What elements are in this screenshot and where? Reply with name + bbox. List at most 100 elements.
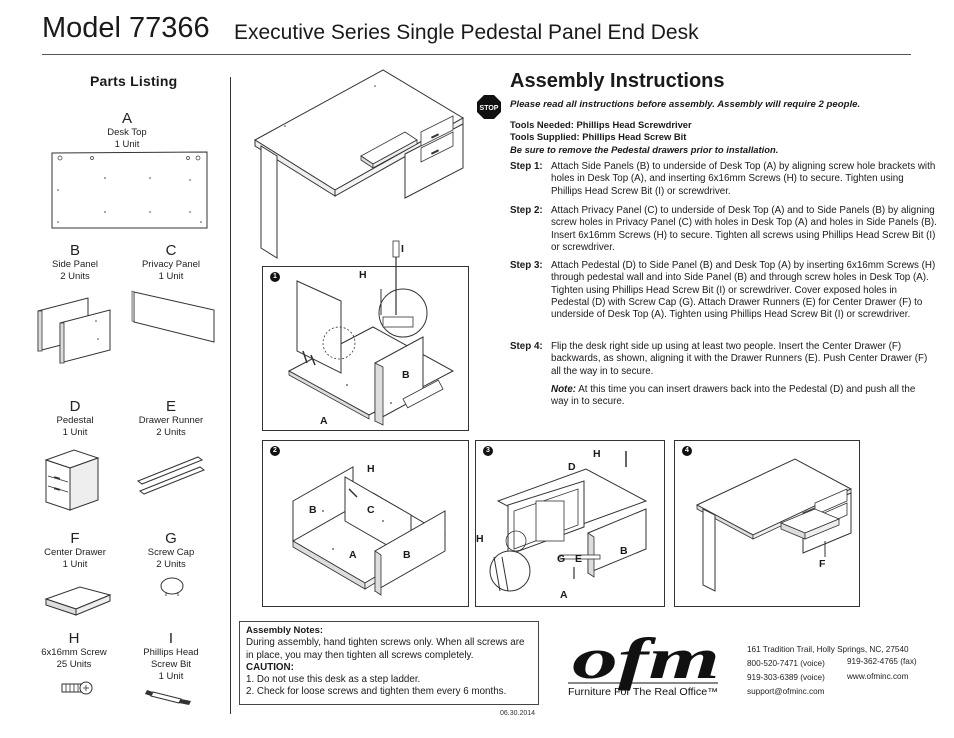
intro-text: Please read all instructions before asse… [510,99,861,110]
part-qty: 1 Unit [158,671,184,682]
part-letter: I [168,630,174,647]
part-name: Screw Cap [147,547,195,558]
part-c-label: C Privacy Panel 1 Unit [136,242,206,283]
figure-3-illustration [489,451,648,592]
figure-number: 3 [483,446,493,456]
label-b: B [402,369,410,381]
part-qty: 2 Units [156,559,186,570]
step-label: Step 3: [510,260,543,271]
overview-desk-illustration [254,69,464,259]
part-h-label: H 6x16mm Screw 25 Units [34,630,114,671]
step-2: Step 2: Attach Privacy Panel (C) to unde… [510,205,940,255]
label-f: F [819,558,826,570]
step-text: Attach Privacy Panel (C) to underside of… [551,205,937,253]
caution-item-2: 2. Check for loose screws and tighten th… [246,686,507,698]
label-b: B [309,504,317,516]
part-qty: 2 Units [156,427,186,438]
part-qty: 1 Unit [114,139,140,150]
column-divider [230,77,231,714]
part-d-label: D Pedestal 1 Unit [40,398,110,439]
part-qty: 1 Unit [62,559,88,570]
part-letter: A [121,110,132,127]
screw-bit-illustration [145,690,191,705]
ofm-logo: ofm Furniture For The Real Office™ [568,626,738,700]
remove-drawers-note: Be sure to remove the Pedestal drawers p… [510,143,779,155]
part-name-2: Screw Bit [150,659,192,670]
part-name: Desk Top [107,127,147,138]
label-e: E [575,553,583,565]
side-panel-illustration [37,297,111,364]
figure-1-panel: 1 I H B A [262,240,469,431]
note-text: At this time you can insert drawers back… [551,384,916,408]
label-b: B [620,545,628,557]
assembly-title: Assembly Instructions [510,70,725,92]
part-letter: F [70,530,80,547]
part-name: 6x16mm Screw [41,647,107,658]
step-label: Step 2: [510,205,543,216]
assembly-notes-heading: Assembly Notes: [246,625,324,636]
step-1: Step 1: Attach Side Panels (B) to unders… [510,161,940,209]
tools-needed: Tools Needed: Phillips Head Screwdriver [510,119,692,130]
figure-number: 4 [682,446,692,456]
center-drawer-illustration [44,586,112,616]
step-text: Attach Side Panels (B) to underside of D… [551,161,936,197]
contact-website[interactable]: www.ofminc.com [847,672,909,681]
label-b-2: B [403,549,411,561]
part-qty: 2 Units [60,271,90,282]
label-h: H [593,448,601,460]
contact-fax: 919-362-4765 (fax) [847,657,917,666]
step-text: Attach Pedestal (D) to Side Panel (B) an… [551,260,936,321]
drawer-runner-illustration [136,456,206,495]
privacy-panel-illustration [131,290,215,343]
screw-cap-illustration [160,577,184,596]
part-name: Pedestal [56,415,94,426]
label-a: A [349,549,357,561]
figure-number: 1 [270,272,280,282]
desk-top-illustration [51,151,208,229]
header-rule [42,54,911,55]
note-label: Note: [551,384,577,395]
figure-4-panel: 4 F [674,440,860,607]
step-4: Step 4: Flip the desk right side up usin… [510,341,940,379]
figure-2-panel: 2 H B C A B [262,440,469,607]
part-b-label: B Side Panel 2 Units [40,242,110,283]
label-a: A [320,415,328,427]
figure-number: 2 [270,446,280,456]
step-text: Flip the desk right side up using at lea… [551,341,928,377]
contact-address: 161 Tradition Trail, Holly Springs, NC, … [747,645,909,654]
step-label: Step 4: [510,341,543,352]
part-letter: E [165,398,176,415]
part-f-label: F Center Drawer 1 Unit [40,530,110,571]
part-name: Phillips Head [143,647,199,658]
label-h-2: H [476,533,484,545]
figure-3-panel: 3 H D H G E B A [475,440,665,607]
step-label: Step 1: [510,161,543,172]
ofm-logo-mark: ofm Furniture For The Real Office™ [568,626,720,698]
drawer-note: Note: At this time you can insert drawer… [551,384,935,409]
label-d: D [568,461,576,473]
label-h: H [359,269,367,281]
part-a-label: A Desk Top 1 Unit [77,110,177,151]
part-letter: B [69,242,80,259]
contact-phone-1: 800-520-7471 (voice) [747,659,825,668]
parts-listing-heading: Parts Listing [90,73,178,89]
part-letter: G [165,530,177,547]
contact-email[interactable]: support@ofminc.com [747,687,825,696]
part-qty: 1 Unit [158,271,184,282]
part-letter: D [69,398,81,415]
stop-sign-label: STOP [480,105,499,112]
caution-item-1: 1. Do not use this desk as a step ladder… [246,674,421,686]
label-i: I [401,243,404,255]
contact-phone-2: 919-303-6389 (voice) [747,673,825,682]
label-h: H [367,463,375,475]
label-c: C [367,504,375,516]
part-qty: 1 Unit [62,427,88,438]
logo-tagline: Furniture For The Real Office™ [568,687,718,698]
part-i-label: I Phillips Head Screw Bit 1 Unit [136,630,206,683]
figure-4-illustration [695,458,853,592]
figure-1-illustration [287,240,455,426]
pedestal-illustration [44,449,100,511]
part-letter: H [68,630,80,647]
assembly-notes-box: Assembly Notes: During assembly, hand ti… [239,621,539,705]
part-qty: 25 Units [56,659,92,670]
